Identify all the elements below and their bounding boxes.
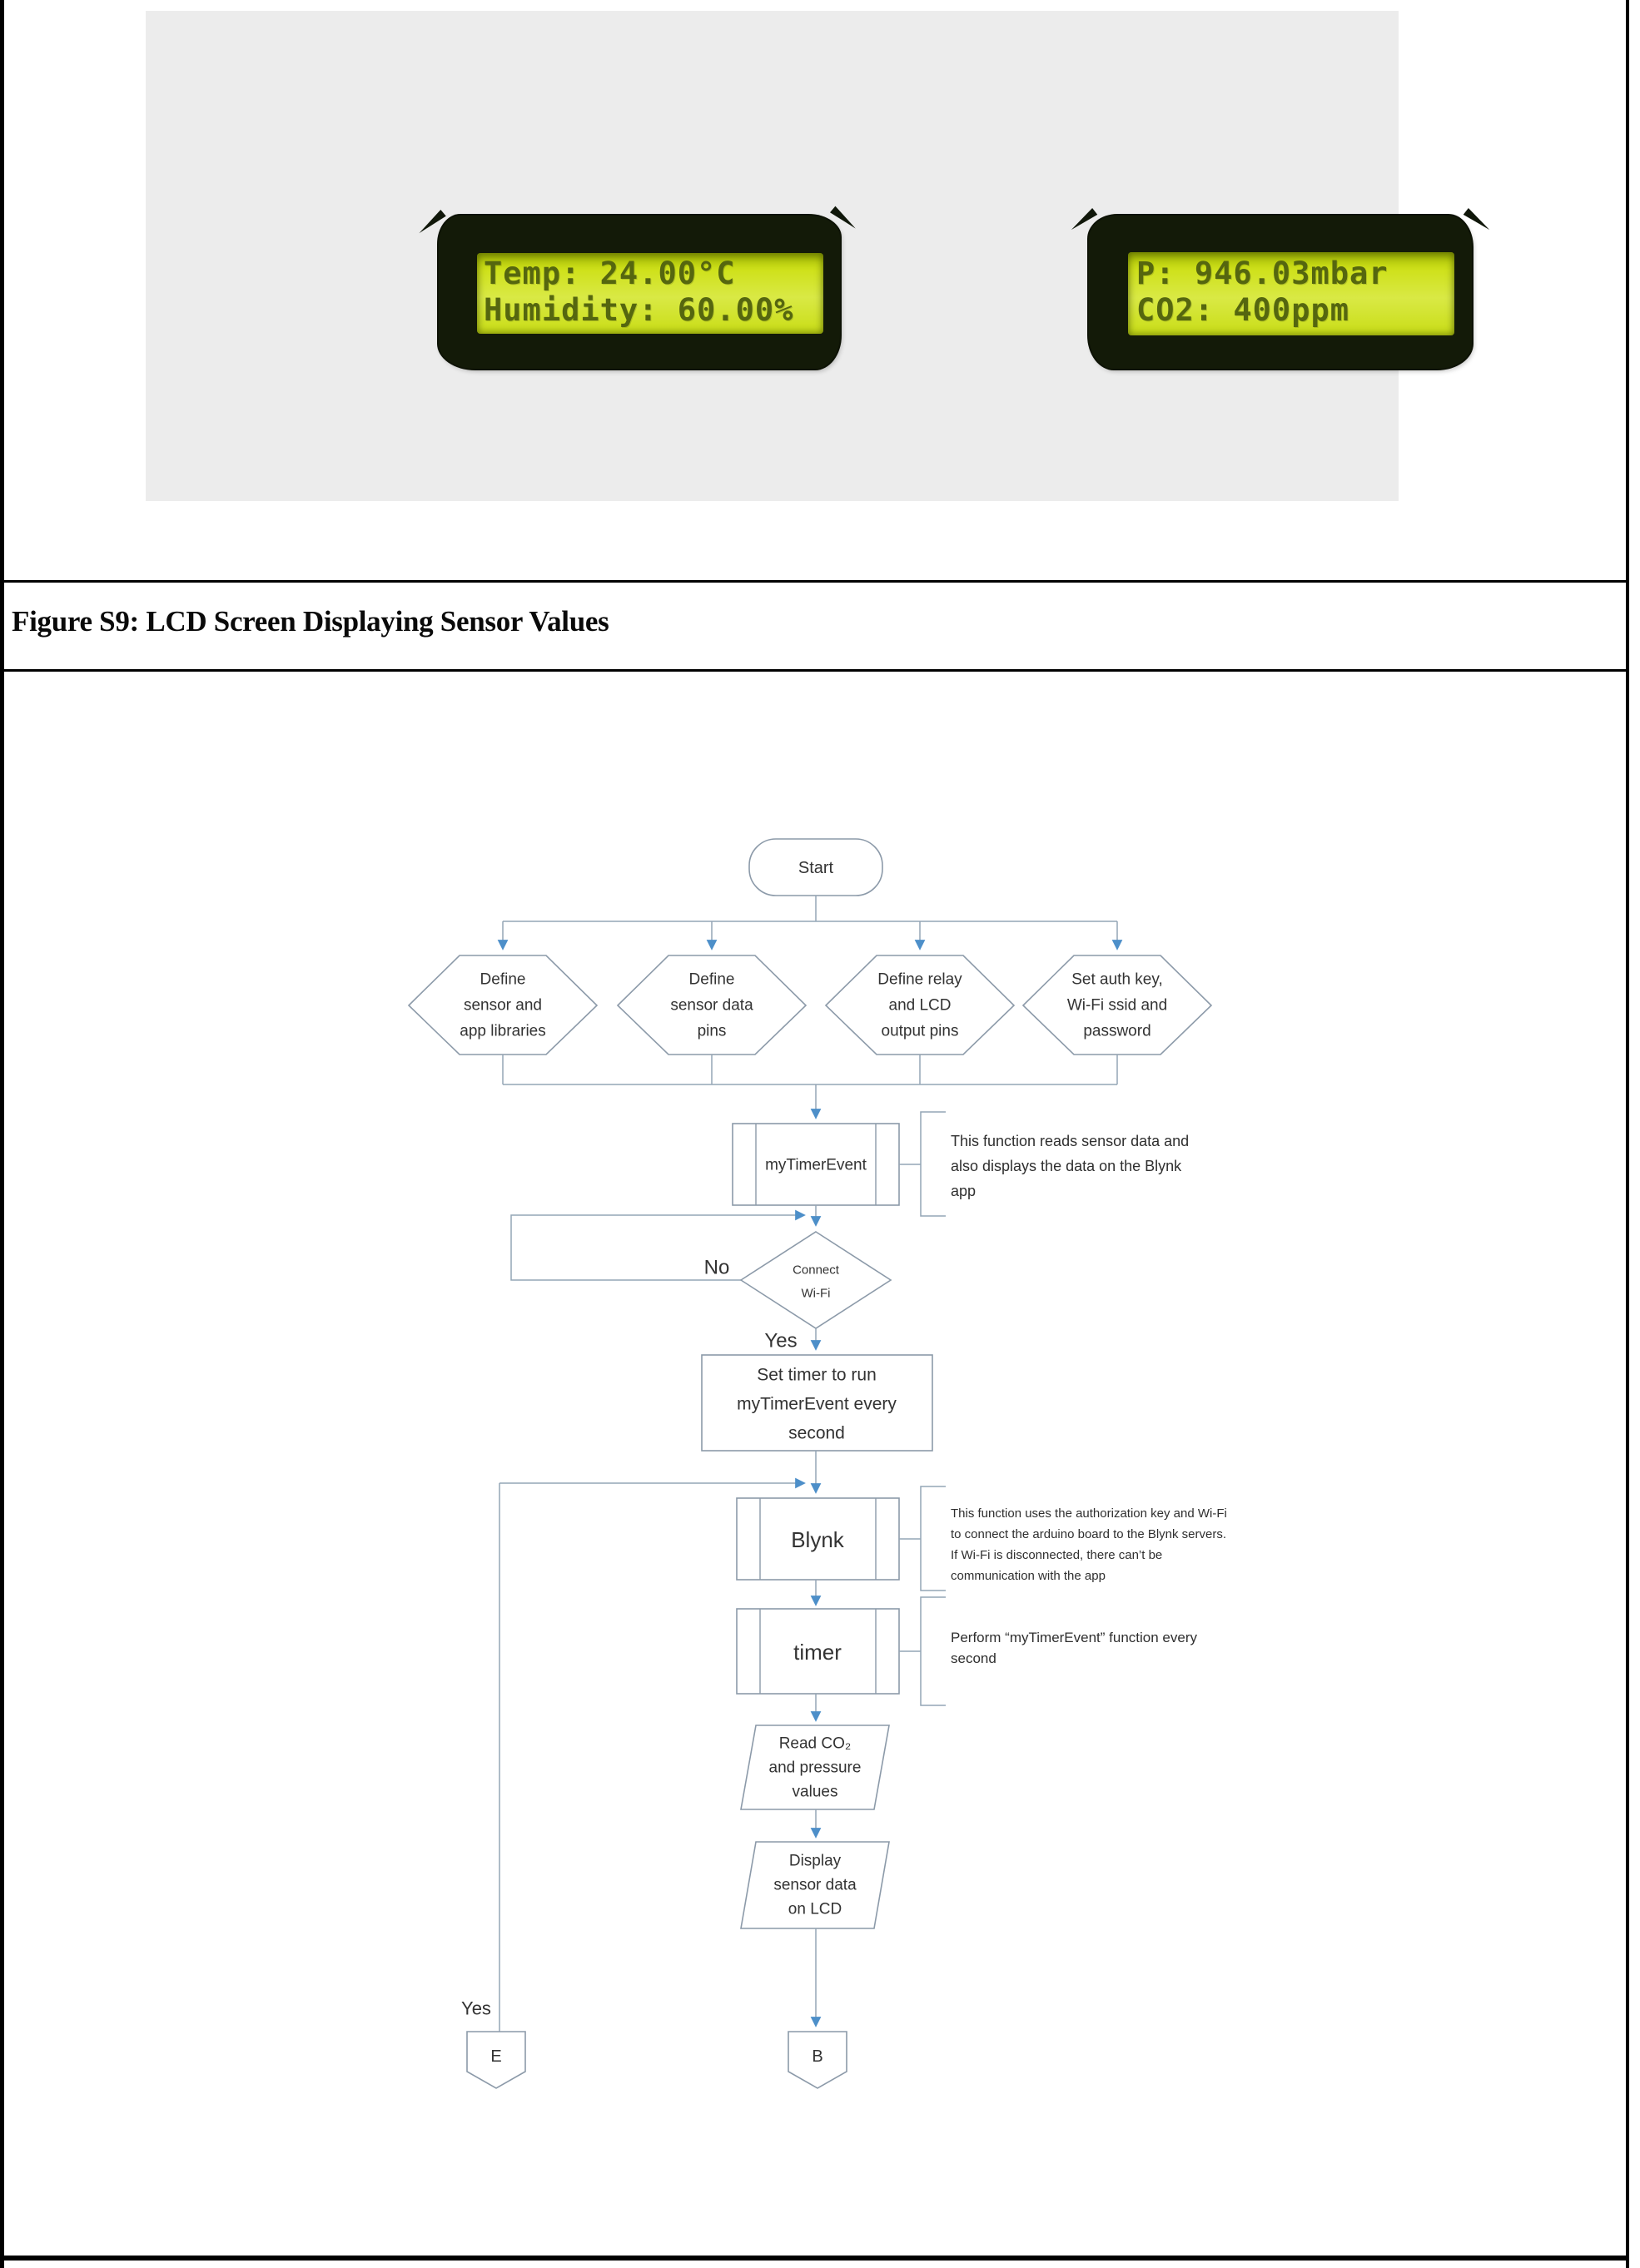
annotation-bracket	[920, 1486, 946, 1591]
timer-label: timer	[793, 1640, 842, 1665]
lcd-right-line2: CO2: 400ppm	[1136, 292, 1350, 328]
start-label: Start	[798, 859, 834, 877]
annotation-bracket	[920, 1111, 946, 1217]
hex3-line: and LCD	[889, 997, 952, 1015]
annotation3-line: second	[951, 1650, 996, 1666]
yes-label-bottom: Yes	[461, 1998, 491, 2019]
read-values-io	[740, 1725, 890, 1810]
no-label: No	[704, 1257, 730, 1279]
annotation2-line: This function uses the authorization key…	[951, 1506, 1227, 1521]
blynk-node	[736, 1497, 900, 1581]
para1-line: and pressure	[769, 1759, 862, 1777]
decision-line: Wi-Fi	[802, 1287, 831, 1301]
table-border-left	[0, 0, 4, 2268]
annotation2-line: If Wi-Fi is disconnected, there can’t be	[951, 1548, 1162, 1562]
connector-e-label: E	[490, 2047, 501, 2066]
connector-b-label: B	[812, 2047, 822, 2066]
lcd-left-line2: Humidity: 60.00%	[484, 292, 794, 328]
settimer-line: Set timer to run	[757, 1366, 877, 1385]
table-border-bottom	[0, 2256, 1629, 2261]
hex1-line: app libraries	[460, 1023, 546, 1040]
para1-line: Read CO₂	[779, 1735, 852, 1753]
para2-line: on LCD	[788, 1901, 842, 1918]
hex3-line: output pins	[882, 1023, 959, 1040]
table-border-row1	[0, 580, 1629, 583]
para2-line: sensor data	[773, 1877, 857, 1894]
hex3-line: Define relay	[877, 971, 962, 989]
annotation2-line: to connect the arduino board to the Blyn…	[951, 1527, 1226, 1541]
hex4-line: Set auth key,	[1071, 971, 1163, 989]
annotation1-line: app	[951, 1183, 976, 1199]
hex1-line: Define	[480, 971, 526, 989]
para2-line: Display	[789, 1853, 842, 1870]
annotation-bracket	[920, 1596, 946, 1706]
lcd-left-line1: Temp: 24.00°C	[484, 256, 736, 291]
set-timer-node	[701, 1354, 933, 1452]
para1-line: values	[793, 1784, 838, 1801]
hex4-line: password	[1083, 1023, 1150, 1040]
hexagon-define-relay-lcd	[824, 955, 1016, 1055]
hex1-line: sensor and	[464, 997, 542, 1015]
offpage-connector-b	[788, 2031, 847, 2089]
figure-caption: Figure S9: LCD Screen Displaying Sensor …	[12, 605, 609, 638]
blynk-label: Blynk	[791, 1527, 845, 1552]
table-border-right	[1626, 0, 1629, 2268]
annotation1-line: also displays the data on the Blynk	[951, 1158, 1182, 1174]
offpage-connector-e	[466, 2031, 526, 2089]
hexagon-define-libraries	[407, 955, 599, 1055]
mytimerevent-node	[732, 1123, 900, 1206]
connect-wifi-decision	[739, 1231, 892, 1329]
hexagon-define-pins	[616, 955, 808, 1055]
no-loop-connector	[510, 1209, 806, 1281]
annotation1-line: This function reads sensor data and	[951, 1133, 1189, 1149]
display-lcd-io	[740, 1841, 890, 1929]
timer-node	[736, 1608, 900, 1695]
annotation3-line: Perform “myTimerEvent” function every	[951, 1630, 1197, 1645]
hex4-line: Wi-Fi ssid and	[1067, 997, 1167, 1015]
mytimerevent-label: myTimerEvent	[765, 1157, 867, 1174]
yes-label: Yes	[764, 1330, 797, 1352]
hex2-line: sensor data	[670, 997, 753, 1015]
settimer-line: myTimerEvent every	[737, 1395, 897, 1414]
annotation2-line: communication with the app	[951, 1569, 1106, 1583]
hex2-line: pins	[698, 1023, 727, 1040]
lcd-right-line1: P: 946.03mbar	[1136, 256, 1389, 291]
hex2-line: Define	[689, 971, 735, 989]
decision-line: Connect	[793, 1263, 840, 1278]
table-border-row2	[0, 669, 1629, 672]
hexagon-set-auth	[1021, 955, 1213, 1055]
settimer-line: second	[788, 1424, 845, 1443]
